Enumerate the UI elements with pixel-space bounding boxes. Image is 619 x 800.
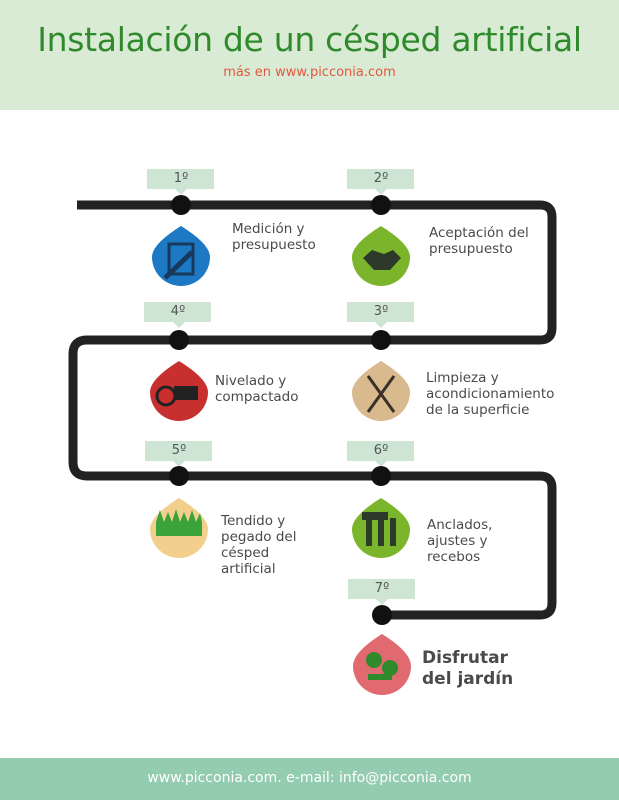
- step-dot-7: [372, 605, 392, 625]
- step-number-1: 1º: [148, 169, 214, 188]
- step-dot-1: [171, 195, 191, 215]
- handshake-icon: [352, 226, 410, 286]
- footer-band: [0, 758, 619, 800]
- roller-compactor-icon: [150, 361, 208, 421]
- step-label-2: Aceptación del presupuesto: [429, 225, 529, 257]
- grass-icon: [150, 498, 208, 558]
- step-label-6: Anclados, ajustes y recebos: [427, 517, 493, 565]
- shovel-rake-icon: [352, 361, 410, 421]
- step-dot-6: [371, 466, 391, 486]
- step-number-2: 2º: [348, 169, 414, 188]
- tools-icon: [352, 498, 410, 558]
- document-pencil-icon: [152, 226, 210, 286]
- step-label-1: Medición y presupuesto: [232, 221, 316, 253]
- page-title: Instalación de un césped artificial: [37, 20, 582, 59]
- page-subtitle: más en www.picconia.com: [223, 65, 396, 80]
- step-dot-3: [371, 330, 391, 350]
- step-dot-4: [169, 330, 189, 350]
- step-label-3: Limpieza y acondicionamiento de la super…: [426, 370, 555, 418]
- step-dot-2: [371, 195, 391, 215]
- step-label-5: Tendido y pegado del césped artificial: [221, 513, 297, 577]
- step-number-5: 5º: [146, 441, 212, 460]
- flow-path: [68, 200, 557, 620]
- step-label-7: Disfrutar del jardín: [422, 648, 514, 689]
- step-label-4: Nivelado y compactado: [215, 373, 299, 405]
- footer-contact: www.picconia.com. e-mail: info@picconia.…: [147, 770, 472, 786]
- trees-icon: [353, 634, 411, 695]
- step-number-4: 4º: [145, 302, 211, 321]
- step-number-7: 7º: [349, 579, 415, 598]
- header-band: [0, 0, 619, 110]
- step-number-3: 3º: [348, 302, 414, 321]
- step-number-6: 6º: [348, 441, 414, 460]
- step-dot-5: [169, 466, 189, 486]
